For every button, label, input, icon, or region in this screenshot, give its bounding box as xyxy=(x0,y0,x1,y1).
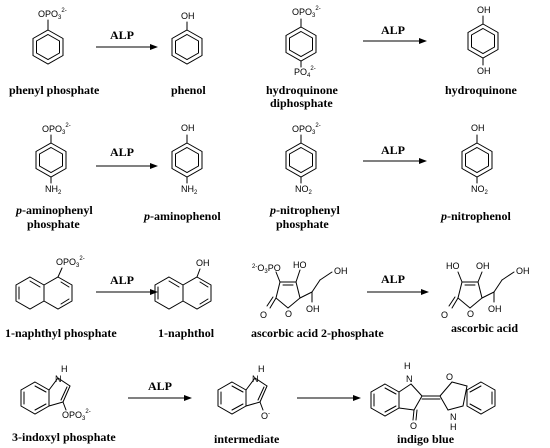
p-nitrophenol-structure: OH NO2 xyxy=(461,123,493,196)
nh-group: H xyxy=(450,422,457,432)
phenyl-phosphate-structure: OPO32- xyxy=(32,8,67,65)
ring-hydroxyl: HO xyxy=(446,261,460,271)
indole-nitrogen: N xyxy=(450,412,457,422)
oxidation-arrow xyxy=(297,395,361,401)
oxide-group: O- xyxy=(261,411,270,421)
ascorbic-acid-2-phosphate-label: ascorbic acid 2-phosphate xyxy=(251,326,384,340)
ascorbic-acid-structure: HO OH O O OH OH xyxy=(441,261,530,320)
p-aminophenol-structure: OH NH2 xyxy=(171,123,203,196)
ring-hydroxyl: HO xyxy=(293,260,307,270)
alp-arrow: ALP xyxy=(96,28,158,50)
opo3-group: OPO32- xyxy=(42,123,71,136)
no2-group: NO2 xyxy=(471,184,489,196)
p-aminophenyl-phosphate-label-line2: phosphate xyxy=(27,217,80,231)
carbonyl-oxygen: O xyxy=(446,372,453,382)
side-chain-hydroxyl: OH xyxy=(488,304,502,314)
nh2-group: NH2 xyxy=(181,184,198,196)
nh-group: H xyxy=(258,364,265,374)
terminal-hydroxyl: OH xyxy=(516,266,530,276)
oh-group: OH xyxy=(181,123,195,133)
carbonyl-oxygen: O xyxy=(410,421,417,431)
indole-nitrogen: N xyxy=(252,374,259,384)
nh-group: H xyxy=(61,364,68,374)
terminal-hydroxyl: OH xyxy=(334,266,348,276)
opo3-group: OPO32- xyxy=(38,8,67,21)
po4-group: PO42- xyxy=(294,66,316,79)
indigo-blue-label: indigo blue xyxy=(397,432,455,446)
ring-hydroxyl: OH xyxy=(476,261,490,271)
phenol-structure: OH xyxy=(171,11,203,65)
side-chain-hydroxyl: OH xyxy=(306,304,320,314)
oh-group: OH xyxy=(181,11,195,21)
phenyl-phosphate-label: phenyl phosphate xyxy=(9,83,100,97)
alp-arrow: ALP xyxy=(96,273,158,295)
oh-group: OH xyxy=(477,66,491,76)
opo3-group: OPO32- xyxy=(62,409,91,422)
alp-label: ALP xyxy=(110,273,134,287)
ascorbic-acid-2-phosphate-structure: 2-O3PO HO O O OH OH xyxy=(252,260,348,320)
hydroquinone-diphosphate-label-line1: hydroquinone xyxy=(266,83,338,97)
intermediate-structure: H N O- xyxy=(217,364,270,421)
hydroquinone-diphosphate-label-line2: diphosphate xyxy=(270,96,333,110)
1-naphthyl-phosphate-label: 1-naphthyl phosphate xyxy=(5,326,117,340)
nh2-group: NH2 xyxy=(45,184,62,196)
3-indoxyl-phosphate-structure: H N OPO32- xyxy=(20,364,91,422)
1-naphthyl-phosphate-structure: OPO32- xyxy=(15,256,85,310)
indole-nitrogen: N xyxy=(55,374,62,384)
alp-label: ALP xyxy=(110,28,134,42)
p-nitrophenyl-phosphate-structure: OPO32- NO2 xyxy=(285,123,321,196)
alp-label: ALP xyxy=(381,143,405,157)
oh-group: OH xyxy=(477,5,491,15)
alp-arrow: ALP xyxy=(363,143,427,164)
no2-group: NO2 xyxy=(295,184,313,196)
1-naphthol-structure: OH xyxy=(154,258,212,310)
opo3-group: OPO32- xyxy=(292,123,321,136)
alp-label: ALP xyxy=(110,145,134,159)
oh-group: OH xyxy=(471,123,485,133)
1-naphthol-label: 1-naphthol xyxy=(158,326,215,340)
p-aminophenyl-phosphate-label-line1: p-aminophenyl xyxy=(15,203,93,217)
p-nitrophenyl-phosphate-label-line1: p-nitrophenyl xyxy=(269,203,340,217)
p-nitrophenyl-phosphate-label-line2: phosphate xyxy=(276,217,329,231)
intermediate-label: intermediate xyxy=(214,432,280,446)
alp-label: ALP xyxy=(148,379,172,393)
ring-oxygen: O xyxy=(285,309,292,319)
nh-group: H xyxy=(404,361,411,371)
alp-label: ALP xyxy=(381,272,405,286)
opo3-group: OPO32- xyxy=(56,256,85,269)
p-nitrophenol-label: p-nitrophenol xyxy=(440,209,511,223)
ring-oxygen: O xyxy=(467,309,474,319)
3-indoxyl-phosphate-label: 3-indoxyl phosphate xyxy=(12,430,116,444)
carbonyl-oxygen: O xyxy=(441,310,448,320)
ascorbic-acid-label: ascorbic acid xyxy=(451,321,518,335)
oh-group: OH xyxy=(196,258,210,268)
indole-nitrogen: N xyxy=(406,374,413,384)
p-aminophenol-label: p-aminophenol xyxy=(143,209,221,223)
opo3-group: OPO32- xyxy=(292,6,321,19)
hydroquinone-diphosphate-structure: OPO32- PO42- xyxy=(285,6,321,79)
alp-arrow: ALP xyxy=(96,145,158,169)
phenol-label: phenol xyxy=(171,83,206,97)
alp-arrow: ALP xyxy=(128,379,192,401)
phosphate-group: 2-O3PO xyxy=(252,263,281,275)
hydroquinone-structure: OH OH xyxy=(467,5,499,76)
carbonyl-oxygen: O xyxy=(260,310,267,320)
hydroquinone-label: hydroquinone xyxy=(445,83,517,97)
indigo-blue-structure: H N O O N H xyxy=(370,361,496,432)
alp-arrow: ALP xyxy=(367,272,429,295)
p-aminophenyl-phosphate-structure: OPO32- NH2 xyxy=(35,123,71,196)
alp-arrow: ALP xyxy=(363,23,427,44)
alp-label: ALP xyxy=(381,23,405,37)
